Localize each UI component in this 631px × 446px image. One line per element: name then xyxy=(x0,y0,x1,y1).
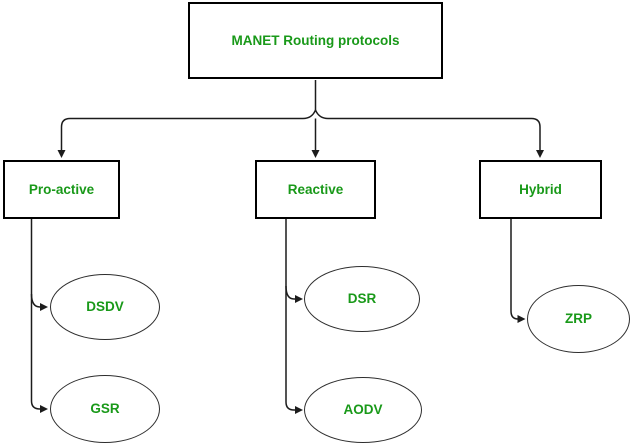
connector-reactive-to-aodv xyxy=(285,286,303,414)
protocol-node-gsr: GSR xyxy=(50,375,160,443)
connector-root-to-pro-active xyxy=(57,109,317,158)
branch-node-reactive: Reactive xyxy=(255,160,376,219)
protocol-node-dsr: DSR xyxy=(304,266,420,332)
branch-label-reactive: Reactive xyxy=(287,181,344,197)
branch-node-pro-active: Pro-active xyxy=(3,160,120,219)
connector-pro-active-to-gsr xyxy=(30,294,48,413)
protocol-label-aodv: AODV xyxy=(343,402,383,418)
connector-reactive-to-dsr xyxy=(285,219,303,303)
branch-node-hybrid: Hybrid xyxy=(479,160,602,219)
protocol-node-dsdv: DSDV xyxy=(50,274,160,340)
protocol-label-dsdv: DSDV xyxy=(86,299,124,315)
protocol-node-aodv: AODV xyxy=(304,377,422,443)
protocol-label-gsr: GSR xyxy=(90,401,120,417)
root-node-manet-routing-protocols: MANET Routing protocols xyxy=(188,2,443,79)
root-node-label: MANET Routing protocols xyxy=(231,32,400,48)
protocol-node-zrp: ZRP xyxy=(527,285,630,353)
protocol-label-zrp: ZRP xyxy=(565,311,592,327)
branch-label-hybrid: Hybrid xyxy=(519,181,562,197)
connector-pro-active-to-dsdv xyxy=(30,219,48,311)
protocol-label-dsr: DSR xyxy=(347,291,377,307)
connector-root-to-hybrid xyxy=(314,109,544,158)
connector-hybrid-to-zrp xyxy=(510,219,526,323)
branch-label-pro-active: Pro-active xyxy=(28,181,95,197)
